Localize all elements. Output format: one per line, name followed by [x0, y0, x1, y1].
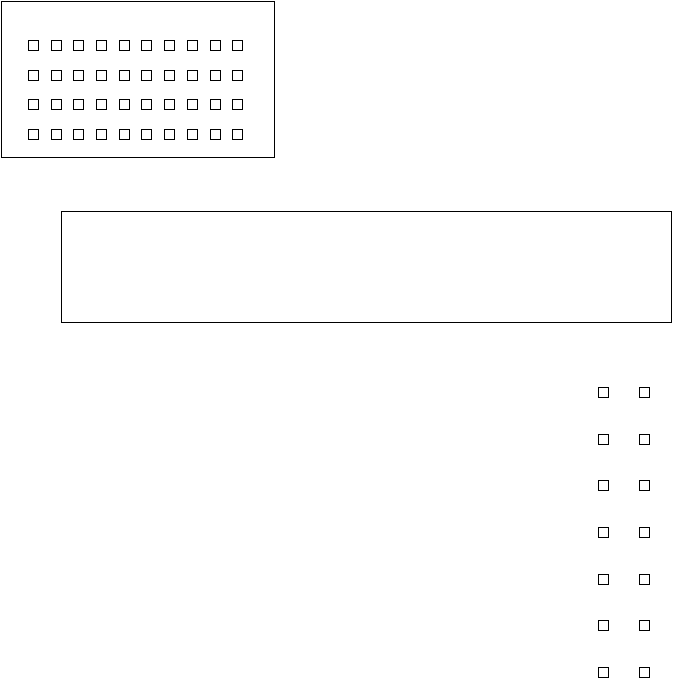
- option-checkbox[interactable]: [639, 620, 650, 632]
- id-checkbox[interactable]: [73, 40, 85, 51]
- id-checkbox[interactable]: [118, 69, 130, 81]
- id-checkbox[interactable]: [118, 40, 130, 51]
- option-row: [598, 667, 650, 679]
- id-checkbox[interactable]: [73, 128, 85, 140]
- id-grid-box: [1, 1, 275, 158]
- id-checkbox[interactable]: [164, 40, 176, 51]
- id-checkbox[interactable]: [28, 40, 39, 51]
- id-checkbox[interactable]: [50, 69, 62, 81]
- id-checkbox[interactable]: [209, 40, 221, 51]
- id-checkbox[interactable]: [73, 69, 85, 81]
- id-checkbox[interactable]: [96, 69, 108, 81]
- option-checkbox[interactable]: [598, 573, 609, 585]
- option-checkbox[interactable]: [598, 433, 609, 445]
- id-checkbox[interactable]: [28, 128, 39, 140]
- option-checkbox[interactable]: [639, 387, 650, 398]
- option-checkbox[interactable]: [598, 667, 609, 679]
- id-checkbox[interactable]: [186, 69, 198, 81]
- id-checkbox[interactable]: [96, 99, 108, 110]
- id-checkbox[interactable]: [141, 40, 153, 51]
- id-checkbox[interactable]: [96, 128, 108, 140]
- option-row: [598, 620, 650, 632]
- option-row: [598, 480, 650, 492]
- option-checkbox[interactable]: [639, 573, 650, 585]
- id-checkbox[interactable]: [28, 99, 39, 110]
- id-checkbox[interactable]: [164, 128, 176, 140]
- option-checkbox-column: [598, 387, 650, 679]
- id-checkbox[interactable]: [141, 99, 153, 110]
- option-checkbox[interactable]: [639, 667, 650, 679]
- option-row: [598, 527, 650, 539]
- option-checkbox[interactable]: [639, 480, 650, 492]
- id-checkbox[interactable]: [73, 99, 85, 110]
- id-checkbox[interactable]: [164, 99, 176, 110]
- id-checkbox[interactable]: [186, 128, 198, 140]
- id-checkbox[interactable]: [96, 40, 108, 51]
- id-checkbox[interactable]: [50, 40, 62, 51]
- id-checkbox-grid: [28, 40, 244, 140]
- id-checkbox[interactable]: [141, 69, 153, 81]
- id-checkbox[interactable]: [232, 128, 244, 140]
- option-checkbox[interactable]: [598, 620, 609, 632]
- option-row: [598, 573, 650, 585]
- id-checkbox[interactable]: [118, 99, 130, 110]
- id-checkbox[interactable]: [232, 69, 244, 81]
- id-checkbox[interactable]: [141, 128, 153, 140]
- id-checkbox[interactable]: [209, 99, 221, 110]
- option-row: [598, 387, 650, 398]
- option-checkbox[interactable]: [598, 527, 609, 539]
- id-checkbox[interactable]: [118, 128, 130, 140]
- option-checkbox[interactable]: [598, 387, 609, 398]
- option-checkbox[interactable]: [598, 480, 609, 492]
- id-checkbox[interactable]: [209, 128, 221, 140]
- id-checkbox[interactable]: [186, 99, 198, 110]
- option-row: [598, 433, 650, 445]
- id-checkbox[interactable]: [28, 69, 39, 81]
- id-checkbox[interactable]: [164, 69, 176, 81]
- id-checkbox[interactable]: [50, 128, 62, 140]
- id-checkbox[interactable]: [186, 40, 198, 51]
- id-checkbox[interactable]: [209, 69, 221, 81]
- id-checkbox[interactable]: [50, 99, 62, 110]
- option-checkbox[interactable]: [639, 527, 650, 539]
- answer-box[interactable]: [61, 211, 672, 323]
- id-checkbox[interactable]: [232, 40, 244, 51]
- option-checkbox[interactable]: [639, 433, 650, 445]
- id-checkbox[interactable]: [232, 99, 244, 110]
